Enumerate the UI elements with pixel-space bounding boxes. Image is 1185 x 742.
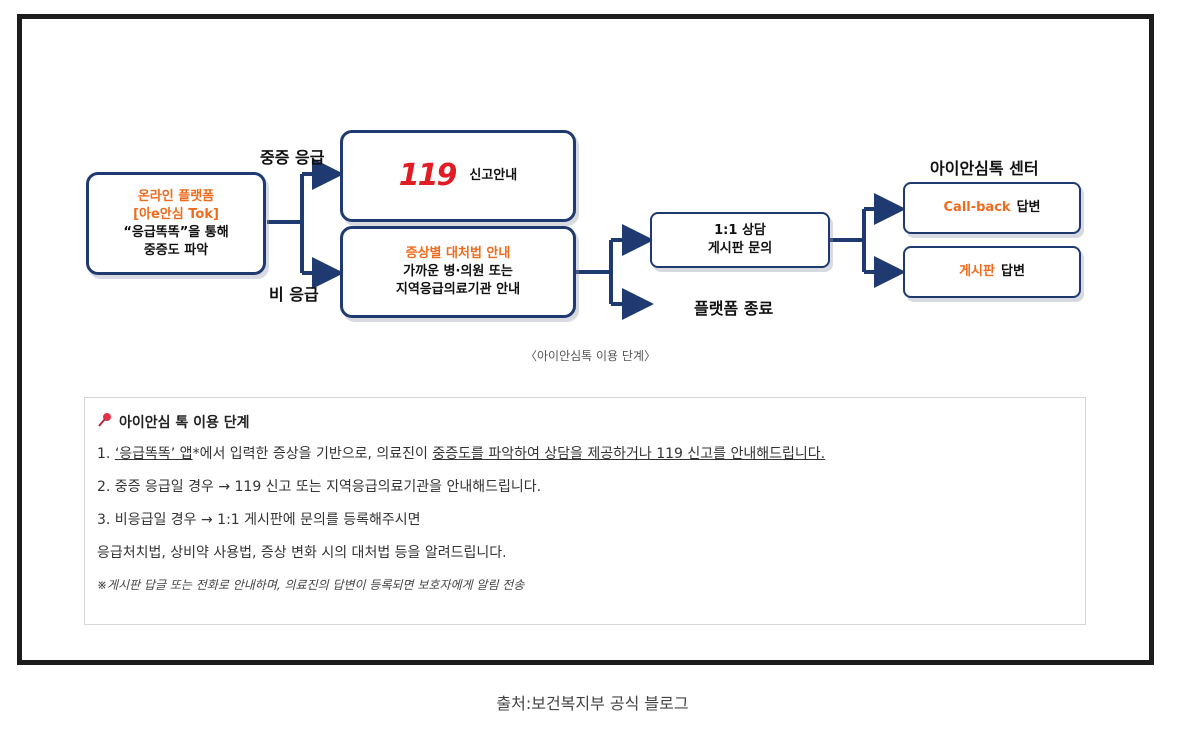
- platform-end-label: 플랫폼 종료: [694, 299, 774, 318]
- start-box: 온라인 플랫폼 [아e안심 Tok] “응급똑똑”을 통해 중증도 파악: [86, 172, 266, 275]
- info-l1-c: *에서 입력한 증상을 기반으로, 의료진이: [192, 446, 433, 462]
- info-panel: 아이안심 톡 이용 단계 1. ‘응급똑똑’ 앱*에서 입력한 증상을 기반으로…: [84, 397, 1086, 625]
- pushpin-icon: [97, 412, 113, 432]
- start-line2: [아e안심 Tok]: [133, 206, 219, 222]
- symptom-line1: 증상별 대처법 안내: [405, 246, 511, 261]
- board-orange: 게시판: [959, 264, 995, 279]
- info-title: 아이안심 톡 이용 단계: [119, 415, 250, 431]
- source-credit: 출처:보건복지부 공식 블로그: [496, 694, 689, 713]
- callback-orange: Call-back: [943, 200, 1011, 215]
- consult-line2: 게시판 문의: [707, 241, 773, 256]
- box-symptom-guide: 증상별 대처법 안내 가까운 병·의원 또는 지역응급의료기관 안내: [340, 226, 576, 318]
- info-heading: 아이안심 톡 이용 단계: [97, 412, 1073, 432]
- info-l1-app: ‘응급똑똑’ 앱: [114, 446, 193, 462]
- callback-rest: 답변: [1016, 200, 1041, 215]
- diagram-caption: 〈아이안심톡 이용 단계〉: [525, 349, 656, 363]
- start-line3: “응급똑똑”을 통해: [123, 224, 229, 240]
- box-119-report: 119 신고안내: [340, 130, 576, 222]
- box-callback: Call-back 답변: [903, 182, 1081, 234]
- box-119-text: 신고안내: [469, 168, 518, 183]
- symptom-line3: 지역응급의료기관 안내: [395, 282, 521, 297]
- label-severe-emergency: 중증 응급: [260, 148, 325, 167]
- info-line-2: 2. 중증 응급일 경우 → 119 신고 또는 지역응급의료기관을 안내해드립…: [97, 479, 542, 495]
- info-line-3: 3. 비응급일 경우 → 1:1 게시판에 문의를 등록해주시면: [97, 512, 421, 528]
- info-l1-d: 중증도를 파악하여 상담을 제공하거나 119 신고를 안내해드립니다.: [432, 446, 826, 462]
- figure-frame: 중증 응급 비 응급 온라인 플랫폼 [아e안심 Tok] “응급똑똑”을 통해…: [17, 14, 1154, 665]
- box-consult: 1:1 상담 게시판 문의: [650, 212, 830, 268]
- info-line-4: 응급처치법, 상비약 사용법, 증상 변화 시의 대처법 등을 알려드립니다.: [97, 545, 507, 561]
- start-line4: 중증도 파악: [143, 242, 209, 258]
- start-line1: 온라인 플랫폼: [137, 188, 215, 204]
- info-line-1: 1. ‘응급똑똑’ 앱*에서 입력한 증상을 기반으로, 의료진이 중증도를 파…: [97, 444, 1073, 464]
- center-title: 아이안심톡 센터: [930, 159, 1039, 178]
- logo-119: 119: [398, 158, 458, 193]
- symptom-line2: 가까운 병·의원 또는: [403, 264, 513, 279]
- board-rest: 답변: [1000, 264, 1025, 279]
- info-note: ※게시판 답글 또는 전화로 안내하며, 의료진의 답변이 등록되면 보호자에게…: [97, 578, 525, 592]
- flow-arrows: [267, 158, 906, 320]
- box-board-answer: 게시판 답변: [903, 246, 1081, 298]
- consult-line1: 1:1 상담: [714, 223, 766, 238]
- info-l1-a: 1.: [97, 446, 115, 462]
- label-non-emergency: 비 응급: [269, 285, 319, 304]
